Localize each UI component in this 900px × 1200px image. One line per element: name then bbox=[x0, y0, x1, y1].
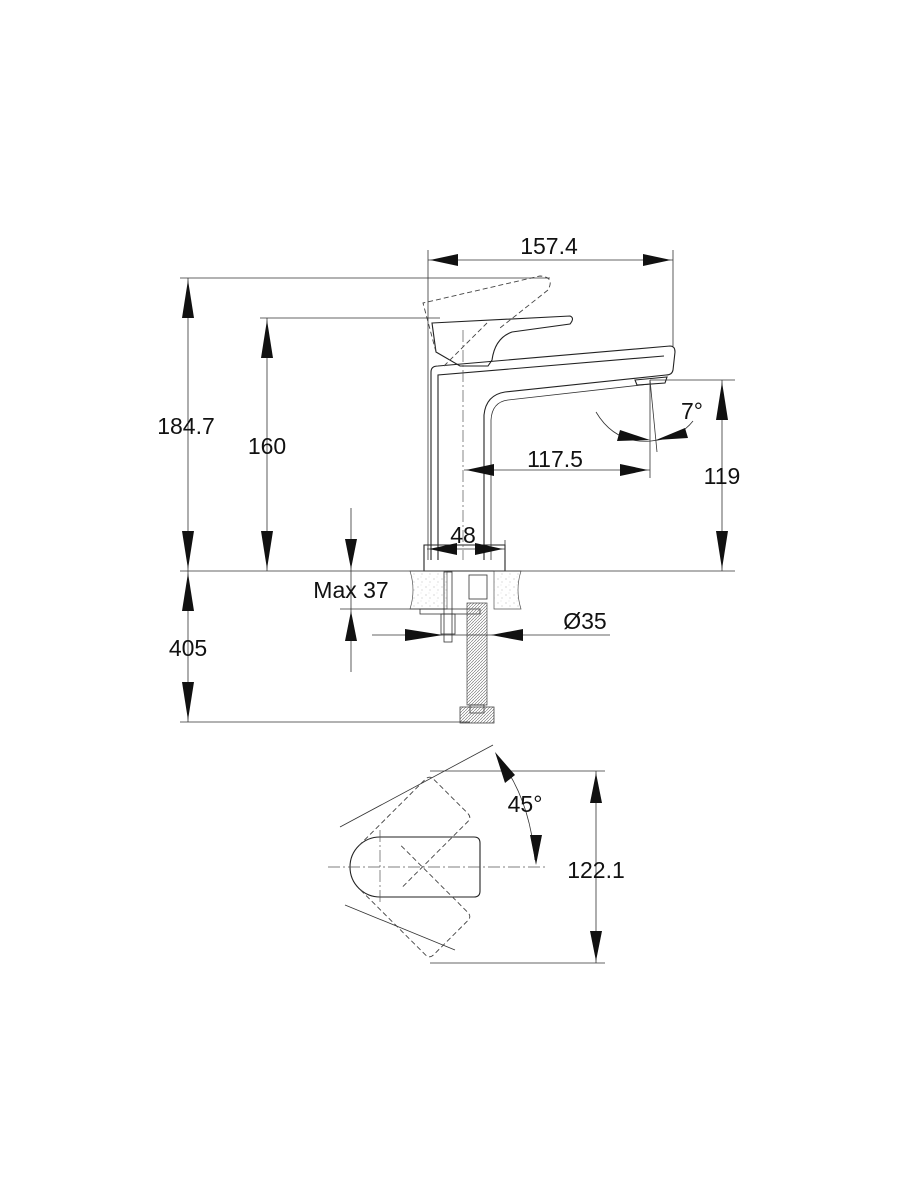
dim-hole-diameter: Ø35 bbox=[563, 608, 606, 634]
countertop bbox=[409, 570, 522, 724]
dim-overall-width: 157.4 bbox=[520, 233, 578, 259]
dim-base-diameter: 48 bbox=[450, 522, 476, 548]
dim-spout-reach: 117.5 bbox=[527, 446, 583, 472]
dim-spout-angle: 7° bbox=[681, 398, 703, 424]
dim-handle-rotation: 45° bbox=[508, 791, 543, 817]
dim-overall-height: 184.7 bbox=[157, 413, 215, 439]
dim-handle-sweep: 122.1 bbox=[567, 857, 625, 883]
dim-spout-height: 119 bbox=[704, 463, 741, 489]
dimension-lines bbox=[180, 250, 735, 723]
dim-body-height: 160 bbox=[248, 433, 286, 459]
dim-hose-length: 405 bbox=[169, 635, 207, 661]
dim-max-counter: Max 37 bbox=[313, 577, 388, 603]
faucet-top-view bbox=[328, 744, 605, 964]
